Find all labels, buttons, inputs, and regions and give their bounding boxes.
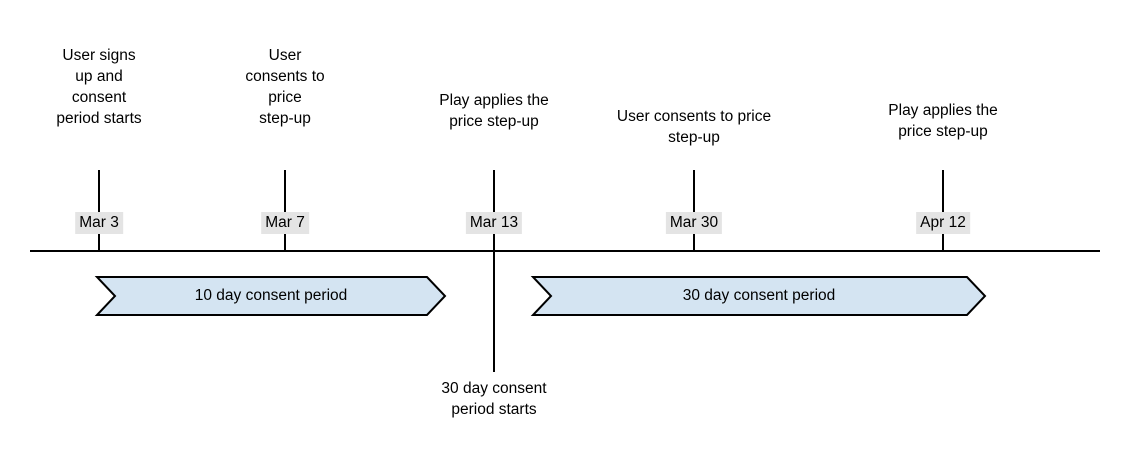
event-caption-apr-12: Play applies the price step-up [888,102,998,140]
below-annotation-tick [493,250,495,372]
date-chip-mar-13: Mar 13 [465,212,523,234]
date-chip-mar-30: Mar 30 [665,212,723,234]
event-tick-mar-30 [693,170,695,252]
date-chip-mar-7: Mar 7 [261,212,309,234]
event-caption-mar-30: User consents to price step-up [616,108,772,146]
event-tick-mar-13 [493,170,495,252]
below-annotation-text: 30 day consent period starts [441,380,547,418]
banner-30-day: 30 day consent period [530,276,987,316]
event-tick-mar-7 [284,170,286,252]
event-caption-mar-3: User signs up and consent period starts [56,47,142,127]
date-chip-apr-12: Apr 12 [916,212,970,234]
timeline-axis [30,250,1100,252]
event-caption-mar-13: Play applies the price step-up [439,92,549,130]
event-tick-apr-12 [942,170,944,252]
event-tick-mar-3 [98,170,100,252]
banner-10-day: 10 day consent period [94,276,447,316]
event-caption-mar-7: User consents to price step-up [245,47,325,127]
date-chip-mar-3: Mar 3 [75,212,123,234]
